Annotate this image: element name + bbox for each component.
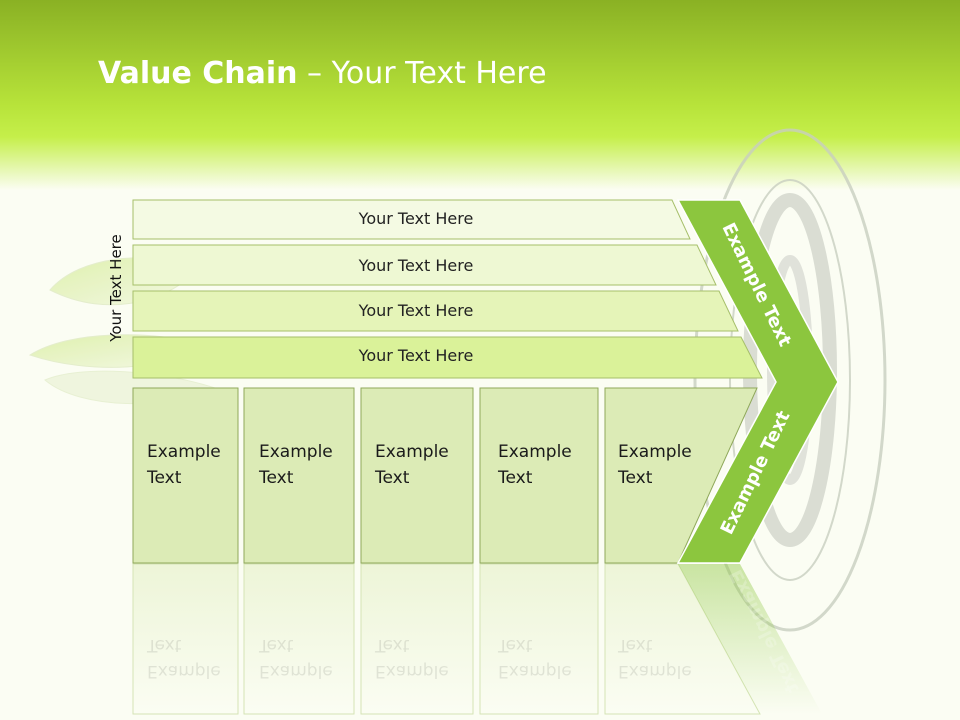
slide-title: Value Chain – Your Text Here <box>98 52 547 96</box>
cell-2-reflection-line1: Example <box>259 661 333 681</box>
cell-4 <box>479 387 599 564</box>
cell-4-reflection-line1: Example <box>498 661 572 681</box>
cell-3-reflection-line1: Example <box>375 661 449 681</box>
cell-2-reflection-line2: Text <box>259 635 294 655</box>
row-3-label: Your Text Here <box>358 301 474 320</box>
cell-5-reflection-line1: Example <box>618 661 692 681</box>
row-4-label: Your Text Here <box>358 346 474 365</box>
row-1 <box>132 199 691 240</box>
cell-5-reflection: Example Text <box>618 632 692 684</box>
cell-5-line1: Example <box>618 442 692 462</box>
cell-1-reflection-line2: Text <box>147 635 182 655</box>
cell-4-reflection: Example Text <box>498 632 572 684</box>
cell-4-line1: Example <box>498 442 572 462</box>
title-bold: Value Chain <box>98 56 298 91</box>
row-2-label: Your Text Here <box>358 256 474 275</box>
cell-3-reflection: Example Text <box>375 632 449 684</box>
cell-5 <box>604 387 758 564</box>
cell-2-label: Example Text <box>259 439 333 491</box>
cell-2-line1: Example <box>259 442 333 462</box>
row-2 <box>132 244 717 286</box>
side-label: Your Text Here <box>107 234 125 342</box>
cell-2-reflection: Example Text <box>259 632 333 684</box>
cell-4-line2: Text <box>498 468 533 488</box>
cell-1-reflection-line1: Example <box>147 661 221 681</box>
cell-3 <box>360 387 474 564</box>
cell-3-line2: Text <box>375 468 410 488</box>
cell-1-line1: Example <box>147 442 221 462</box>
row-3 <box>132 290 739 332</box>
cell-1-line2: Text <box>147 468 182 488</box>
cell-5-label: Example Text <box>618 439 692 491</box>
cell-5-reflection-line2: Text <box>618 635 653 655</box>
row-1-label: Your Text Here <box>358 209 474 228</box>
cell-1 <box>132 387 239 564</box>
chevron-arrow <box>676 199 839 564</box>
cell-1-reflection: Example Text <box>147 632 221 684</box>
cell-2 <box>243 387 355 564</box>
row-4 <box>132 336 763 379</box>
cell-2-line2: Text <box>259 468 294 488</box>
cell-3-line1: Example <box>375 442 449 462</box>
cell-4-reflection-line2: Text <box>498 635 533 655</box>
cell-5-line2: Text <box>618 468 653 488</box>
reflection <box>132 563 822 715</box>
cell-3-label: Example Text <box>375 439 449 491</box>
cell-4-label: Example Text <box>498 439 572 491</box>
cell-3-reflection-line2: Text <box>375 635 410 655</box>
title-rest: – Your Text Here <box>297 56 547 91</box>
cell-1-label: Example Text <box>147 439 221 491</box>
